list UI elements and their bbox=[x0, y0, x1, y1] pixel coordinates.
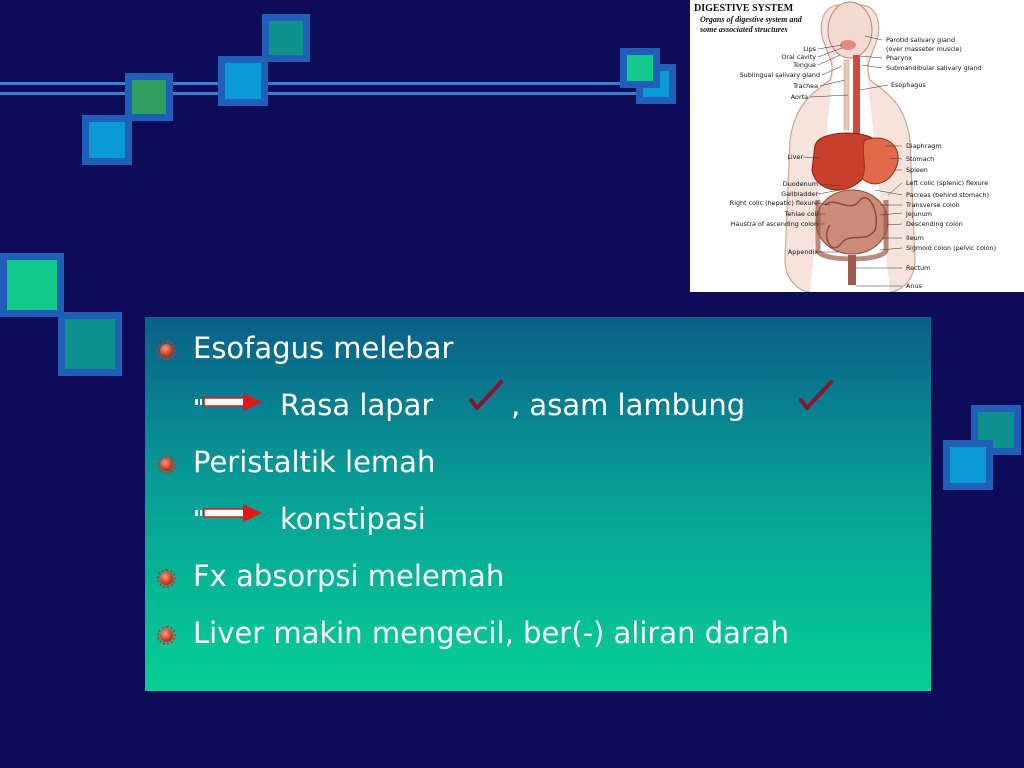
content-box: Esofagus melebar Rasa lapar , asam lambu… bbox=[145, 317, 931, 691]
right-arrow-icon bbox=[195, 393, 262, 411]
down-arrow-icon bbox=[799, 380, 833, 410]
bullet-icon bbox=[157, 341, 176, 360]
bullet-icon bbox=[157, 455, 176, 474]
decorative-line-bottom bbox=[0, 92, 660, 95]
subline-text: , asam lambung bbox=[511, 388, 746, 422]
figure-label: Transverse colon bbox=[906, 201, 960, 209]
decorative-square bbox=[262, 14, 310, 62]
decorative-square bbox=[125, 73, 173, 121]
figure-label: Esophagus bbox=[891, 81, 926, 89]
figure-title: DIGESTIVE SYSTEM bbox=[694, 3, 794, 14]
figure-label: Trachea bbox=[793, 82, 818, 90]
figure-label: Sigmoid colon (pelvic colon) bbox=[906, 244, 997, 252]
decorative-square bbox=[82, 115, 132, 165]
subline-text: Rasa lapar bbox=[280, 388, 434, 422]
figure-label: Submandibular salivary gland bbox=[886, 64, 982, 72]
decorative-square bbox=[0, 253, 64, 317]
figure-label: Lips bbox=[803, 45, 816, 53]
figure-label: Pharynx bbox=[886, 54, 913, 62]
decorative-line-top bbox=[0, 82, 660, 85]
figure-label: Pacreas (behind stomach) bbox=[906, 191, 990, 199]
figure-label: Aorta bbox=[790, 93, 808, 101]
anatomy-illustration bbox=[784, 1, 916, 292]
figure-label: Haustra of ascending colon bbox=[730, 220, 818, 228]
decorative-square bbox=[620, 48, 660, 88]
bullet-text: Peristaltik lemah bbox=[193, 445, 436, 479]
bullet-text: Esofagus melebar bbox=[193, 331, 454, 365]
bullet-icon bbox=[157, 626, 176, 645]
figure-label: Rectum bbox=[906, 264, 931, 272]
figure-label: Jejunum bbox=[906, 210, 932, 218]
bullet-icon bbox=[157, 569, 176, 588]
figure-label: Duodenum bbox=[782, 180, 818, 188]
figure-label: Sublingual salivary gland bbox=[739, 71, 820, 79]
figure-label: Ileum bbox=[906, 234, 924, 242]
figure-label: Liver bbox=[787, 153, 803, 161]
figure-label: Anus bbox=[906, 282, 922, 290]
bullet-text: Fx absorpsi melemah bbox=[193, 559, 505, 593]
decorative-square bbox=[218, 56, 268, 106]
figure-label: Teniae coli bbox=[784, 210, 818, 218]
figure-label: Left colic (splenic) flexure bbox=[906, 179, 989, 187]
figure-label: Descending colon bbox=[906, 220, 963, 228]
figure-label: Diaphragm bbox=[906, 142, 942, 150]
figure-label: Tongue bbox=[793, 61, 816, 69]
figure-label: Parotid salivary gland bbox=[886, 36, 956, 44]
figure-label: (over masseter muscle) bbox=[886, 45, 962, 53]
figure-label: Spleen bbox=[906, 166, 928, 174]
figure-label: Gallbladder bbox=[781, 190, 818, 198]
figure-label: Right colic (hepatic) flexure bbox=[729, 199, 818, 207]
right-arrow-icon bbox=[195, 504, 262, 522]
figure-label: Oral cavity bbox=[781, 53, 816, 61]
figure-label: Stomach bbox=[906, 155, 935, 163]
decorative-square bbox=[58, 312, 122, 376]
decorative-square bbox=[943, 440, 993, 490]
figure-subtitle: Organs of digestive system and some asso… bbox=[700, 15, 802, 34]
subline-text: konstipasi bbox=[280, 502, 426, 536]
down-arrow-icon bbox=[469, 380, 503, 410]
digestive-system-figure: DIGESTIVE SYSTEM Organs of digestive sys… bbox=[690, 0, 1024, 292]
figure-label: Appendix bbox=[787, 248, 818, 256]
bullet-text: Liver makin mengecil, ber(-) aliran dara… bbox=[193, 616, 789, 650]
